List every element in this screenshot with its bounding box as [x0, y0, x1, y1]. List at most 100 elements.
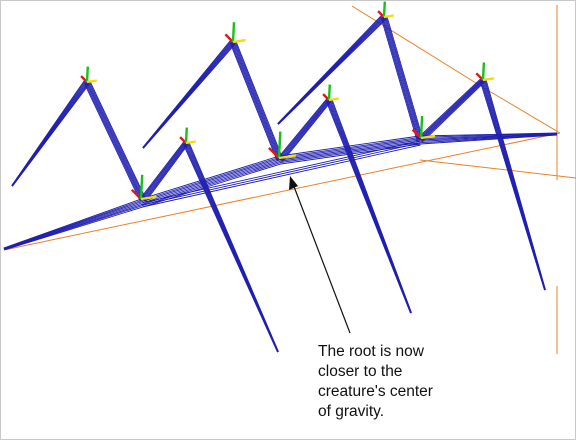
- axis-stroke: [382, 1, 386, 18]
- limb-segment: [141, 158, 280, 203]
- limb-segment: [281, 101, 332, 163]
- joint-gizmos: [80, 1, 495, 201]
- limb-segment: [386, 16, 424, 140]
- limb-segment: [232, 41, 281, 161]
- limb-segment: [383, 16, 421, 141]
- floor-line: [3, 132, 561, 251]
- axis-stroke: [139, 174, 144, 200]
- axis-stroke: [383, 14, 394, 19]
- floor-grid: [3, 5, 576, 354]
- limb-segment: [278, 98, 329, 159]
- limb-segment: [384, 16, 422, 140]
- axis-stroke: [327, 84, 331, 101]
- limb-segment: [419, 133, 558, 140]
- caption-line: The root is now: [318, 343, 424, 360]
- limb-segment: [83, 83, 141, 202]
- limb-segment: [12, 83, 90, 187]
- annotation-arrow: [289, 176, 351, 334]
- limb-segment: [3, 198, 141, 249]
- limb-segment: [421, 81, 486, 143]
- limb-segment: [419, 132, 558, 138]
- axis-stroke: [185, 140, 196, 145]
- limb-segment: [420, 134, 558, 145]
- axis-stroke: [419, 115, 424, 139]
- limb-segment: [419, 79, 484, 141]
- axis-stroke: [277, 131, 282, 159]
- limb-segment: [141, 140, 420, 204]
- limb-segment: [233, 41, 282, 160]
- axis-stroke: [231, 22, 236, 43]
- limb-segment: [84, 82, 142, 202]
- xyz-axis-gizmo-icon: [475, 62, 495, 82]
- limb-segment: [325, 100, 411, 314]
- limb-segment: [143, 143, 188, 201]
- caption-line: of gravity.: [318, 403, 385, 420]
- limb-segment: [419, 132, 558, 137]
- limb-segment: [420, 133, 558, 142]
- caption-line: closer to the: [318, 363, 403, 380]
- limb-segment: [143, 43, 236, 149]
- limb-segment: [278, 18, 387, 125]
- limb-segment: [141, 157, 280, 201]
- axis-stroke: [86, 79, 97, 84]
- limb-segment: [385, 16, 423, 140]
- limb-segment: [142, 144, 421, 208]
- limb-segment: [420, 134, 558, 144]
- axis-stroke: [482, 77, 495, 82]
- limb-segment: [140, 141, 185, 199]
- xyz-axis-gizmo-icon: [268, 131, 296, 160]
- limb-segment: [3, 201, 142, 250]
- limb-segment: [140, 155, 279, 200]
- limb-segment: [3, 203, 143, 250]
- limb-segment: [234, 41, 283, 160]
- floor-line: [351, 5, 485, 89]
- limb-segment: [418, 79, 483, 140]
- xyz-axis-gizmo-icon: [224, 22, 246, 44]
- limb-segment: [3, 202, 143, 250]
- limb-segment: [381, 17, 419, 141]
- xyz-axis-gizmo-icon: [322, 84, 339, 102]
- creature-limbs: [3, 14, 558, 353]
- annotation-caption: The root is now closer to the creature's…: [318, 342, 448, 422]
- limb-segment: [87, 81, 145, 200]
- limb-segment: [4, 206, 144, 251]
- limb-segment: [145, 144, 189, 203]
- limb-segment: [277, 98, 328, 159]
- limb-segment: [141, 159, 281, 204]
- limb-segment: [144, 143, 188, 202]
- axis-stroke: [85, 66, 89, 83]
- limb-segment: [278, 99, 329, 160]
- limb-segment: [421, 80, 485, 142]
- limb-segment: [142, 142, 187, 201]
- limb-segment: [85, 82, 143, 201]
- axis-stroke: [411, 128, 422, 139]
- arrowhead: [289, 176, 298, 190]
- limb-segment: [231, 42, 280, 161]
- limb-segment: [141, 141, 186, 200]
- limb-segment: [479, 80, 545, 291]
- axis-stroke: [140, 195, 157, 201]
- axis-stroke: [328, 97, 339, 102]
- xyz-axis-gizmo-icon: [179, 127, 196, 145]
- axis-stroke: [278, 154, 296, 160]
- xyz-axis-gizmo-icon: [377, 1, 394, 19]
- caption-line: creature's center: [318, 383, 433, 400]
- limb-segment: [417, 77, 482, 139]
- limb-segment: [281, 100, 331, 162]
- axis-stroke: [184, 127, 188, 144]
- xyz-axis-gizmo-icon: [130, 174, 157, 201]
- limb-segment: [230, 42, 279, 161]
- floor-line: [483, 87, 561, 134]
- limb-segment: [420, 80, 484, 142]
- limb-segment: [279, 99, 330, 161]
- limb-segment: [141, 142, 186, 200]
- limb-segment: [235, 40, 284, 160]
- limb-segment: [86, 81, 144, 201]
- limb-segment: [418, 78, 483, 139]
- axis-stroke: [420, 134, 436, 140]
- axis-stroke: [130, 188, 142, 200]
- limb-segment: [280, 100, 330, 161]
- limb-segment: [382, 17, 420, 141]
